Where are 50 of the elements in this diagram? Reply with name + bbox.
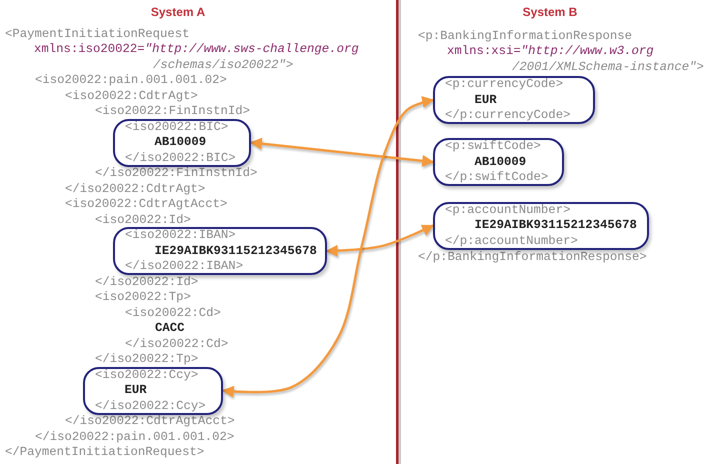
xml-line: <iso20022:FinInstnId> (95, 105, 250, 118)
closing-tag: </iso20022:IBAN> (125, 260, 244, 273)
closing-tag: </iso20022:Ccy> (95, 400, 206, 412)
xml-line: <p:BankingInformationResponse (418, 30, 632, 42)
xml-line: <iso20022:Tp> (95, 291, 191, 304)
xml-line: <iso20022:CdtrAgtAcct> (65, 198, 228, 211)
arrow (250, 138, 434, 167)
xml-value: CACC (155, 322, 185, 335)
closing-tag: </p:swiftCode> (445, 171, 548, 184)
opening-tag: <p:currencyCode> (445, 78, 564, 91)
element-value: IE29AIBK93115212345678 (474, 219, 637, 232)
highlight-frame (113, 118, 251, 166)
element-value: EUR (124, 384, 147, 397)
xml-line: </iso20022:pain.001.001.02> (35, 430, 234, 444)
xml-line: </PaymentInitiationRequest> (5, 446, 204, 459)
xml-line: <iso20022:Cd> (125, 306, 221, 320)
element-value: AB10009 (154, 136, 206, 149)
xml-line: </iso20022:FinInstnId> (95, 167, 258, 180)
closing-tag: </p:accountNumber> (445, 234, 578, 248)
xml-attribute-line: xmlns:iso20022="http://www.sws-challenge.org (34, 43, 359, 56)
highlight-frame (433, 76, 595, 124)
opening-tag: <iso20022:Ccy> (95, 368, 198, 382)
xml-line: /schemas/iso20022"> (153, 58, 294, 72)
closing-tag: </p:currencyCode> (445, 109, 570, 122)
section-title: System B (522, 4, 578, 20)
element-value: EUR (474, 94, 497, 106)
xml-line: <iso20022:CdtrAgt> (65, 90, 198, 102)
xml-line: <iso20022:pain.001.001.02> (35, 74, 227, 87)
xml-line: </iso20022:Id> (95, 276, 198, 288)
highlight-frame (433, 138, 564, 186)
xml-line: <PaymentInitiationRequest (5, 28, 190, 40)
xml-line: </iso20022:CdtrAgt> (65, 182, 206, 196)
highlight-frame (113, 227, 327, 275)
xml-attribute-line: xmlns:xsi="http://www.w3.org (447, 45, 654, 58)
arrow (326, 224, 434, 257)
xml-line: <iso20022:Id> (95, 214, 191, 226)
section-title: System A (150, 4, 206, 20)
xml-line: </iso20022:Cd> (125, 338, 228, 350)
opening-tag: <p:accountNumber> (445, 204, 570, 216)
element-value: AB10009 (474, 156, 526, 168)
highlight-frame (83, 366, 223, 414)
xml-line: /2001/XMLSchema-instance"> (512, 60, 704, 74)
highlight-frame (433, 202, 649, 250)
opening-tag: <iso20022:BIC> (125, 120, 228, 134)
xml-line: </iso20022:Tp> (95, 353, 198, 366)
xml-line: </iso20022:CdtrAgtAcct> (65, 415, 235, 428)
opening-tag: <iso20022:IBAN> (125, 229, 236, 242)
closing-tag: </iso20022:BIC> (125, 152, 236, 164)
element-value: IE29AIBK93115212345678 (154, 244, 317, 258)
opening-tag: <p:swiftCode> (445, 140, 541, 153)
